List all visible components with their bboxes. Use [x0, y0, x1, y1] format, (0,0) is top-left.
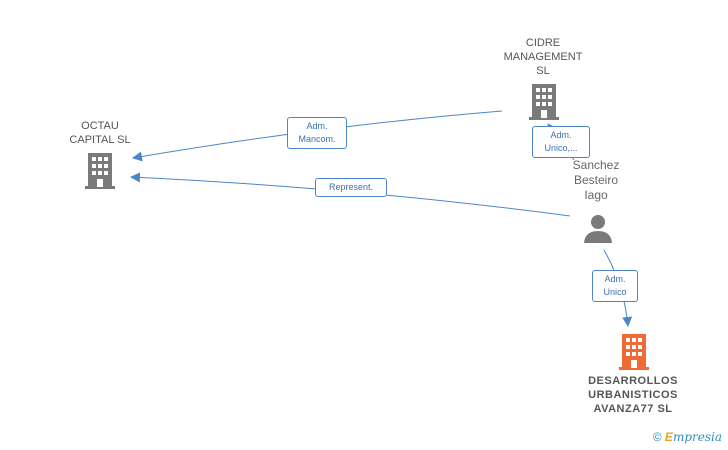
person-icon-sanchez[interactable]	[583, 214, 613, 244]
node-sanchez-label[interactable]: Sanchez Besteiro Iago	[572, 158, 620, 202]
edge-label-adm-mancom[interactable]: Adm. Mancom.	[287, 117, 347, 149]
building-icon-octau[interactable]	[85, 153, 115, 189]
building-icon-desarrollos[interactable]	[619, 334, 649, 370]
edge-label-adm-unico-desarrollos[interactable]: Adm. Unico	[592, 270, 638, 302]
copyright-icon: ©	[652, 430, 662, 444]
node-octau-label[interactable]: OCTAU CAPITAL SL	[69, 120, 131, 146]
empresia-credit: © Empresia	[653, 430, 722, 444]
edge-label-represent[interactable]: Represent.	[315, 178, 387, 197]
empresia-logo-initial: E	[664, 430, 673, 444]
building-icon-cidre[interactable]	[529, 84, 559, 120]
node-cidre-label[interactable]: CIDRE MANAGEMENT SL	[503, 37, 583, 77]
edge-label-adm-unico-cidre[interactable]: Adm. Unico,...	[532, 126, 590, 158]
node-desarrollos-label[interactable]: DESARROLLOS URBANISTICOS AVANZA77 SL	[588, 375, 678, 415]
empresia-logo-text: mpresia	[672, 430, 722, 444]
